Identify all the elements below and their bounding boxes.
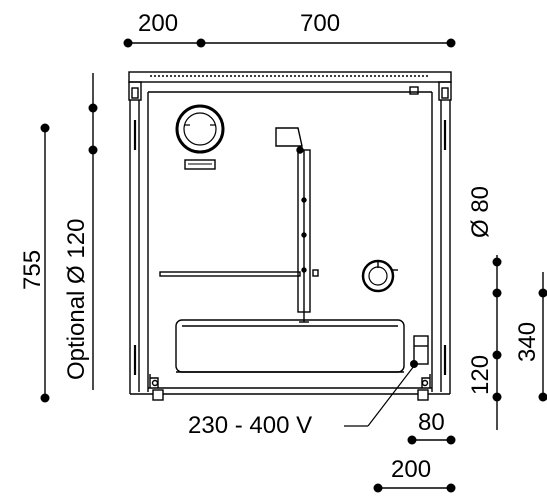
dim-label-755: 755 [19, 250, 46, 290]
top-dimension-line [123, 38, 456, 48]
electrical-connection-box [413, 335, 429, 365]
dim-label-top-200: 200 [138, 10, 178, 37]
appliance-body [128, 71, 452, 401]
bottom-dimension-200 [373, 483, 456, 493]
burner-pipe [275, 127, 311, 323]
voltage-label: 230 - 400 V [188, 412, 312, 439]
dim-label-340: 340 [514, 322, 541, 362]
right-flue-dimension [492, 255, 502, 430]
flue-outlet-circle [175, 104, 225, 170]
ash-pan [175, 319, 405, 373]
voltage-leader-line [344, 360, 418, 427]
dim-label-bottom-200: 200 [391, 456, 431, 483]
dim-label-bottom-80: 80 [418, 409, 445, 436]
dim-label-right-120: 120 [467, 355, 494, 395]
thermostat-dial [361, 259, 398, 293]
dim-label-optional-flue: Optional Ø 120 [63, 219, 90, 380]
left-flue-dimension [88, 73, 98, 390]
bottom-dimension-80 [407, 435, 456, 445]
grate-rod [159, 269, 319, 277]
left-height-dimension [40, 123, 50, 403]
dim-label-top-700: 700 [300, 10, 340, 37]
right-height-dimension [538, 272, 547, 402]
dim-label-flue-80: Ø 80 [467, 186, 494, 238]
